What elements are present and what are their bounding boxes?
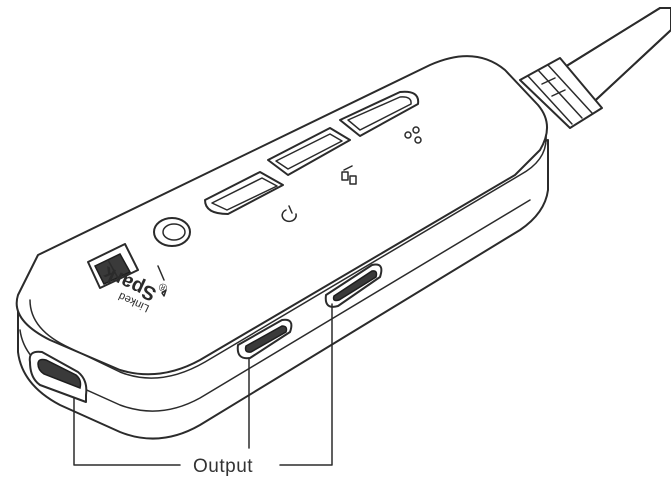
slider-switch[interactable] <box>87 243 139 289</box>
gear-icon <box>153 217 191 247</box>
button-power[interactable] <box>204 171 284 215</box>
usb-c-port-side-1 <box>236 318 293 360</box>
callout-lines <box>73 303 333 466</box>
usb-c-port-side-2 <box>324 263 383 308</box>
usb-c-port-front <box>28 350 88 403</box>
button-group[interactable] <box>204 90 420 215</box>
hub-body <box>15 55 549 440</box>
output-label: Output <box>193 456 253 477</box>
button-headset[interactable] <box>267 127 351 176</box>
cable <box>519 7 671 129</box>
logo-slash <box>157 265 165 281</box>
dots-icon <box>404 126 422 144</box>
button-dots[interactable] <box>339 90 420 137</box>
logo-star <box>161 289 167 297</box>
power-icon <box>281 205 297 223</box>
headset-icon <box>341 165 357 185</box>
